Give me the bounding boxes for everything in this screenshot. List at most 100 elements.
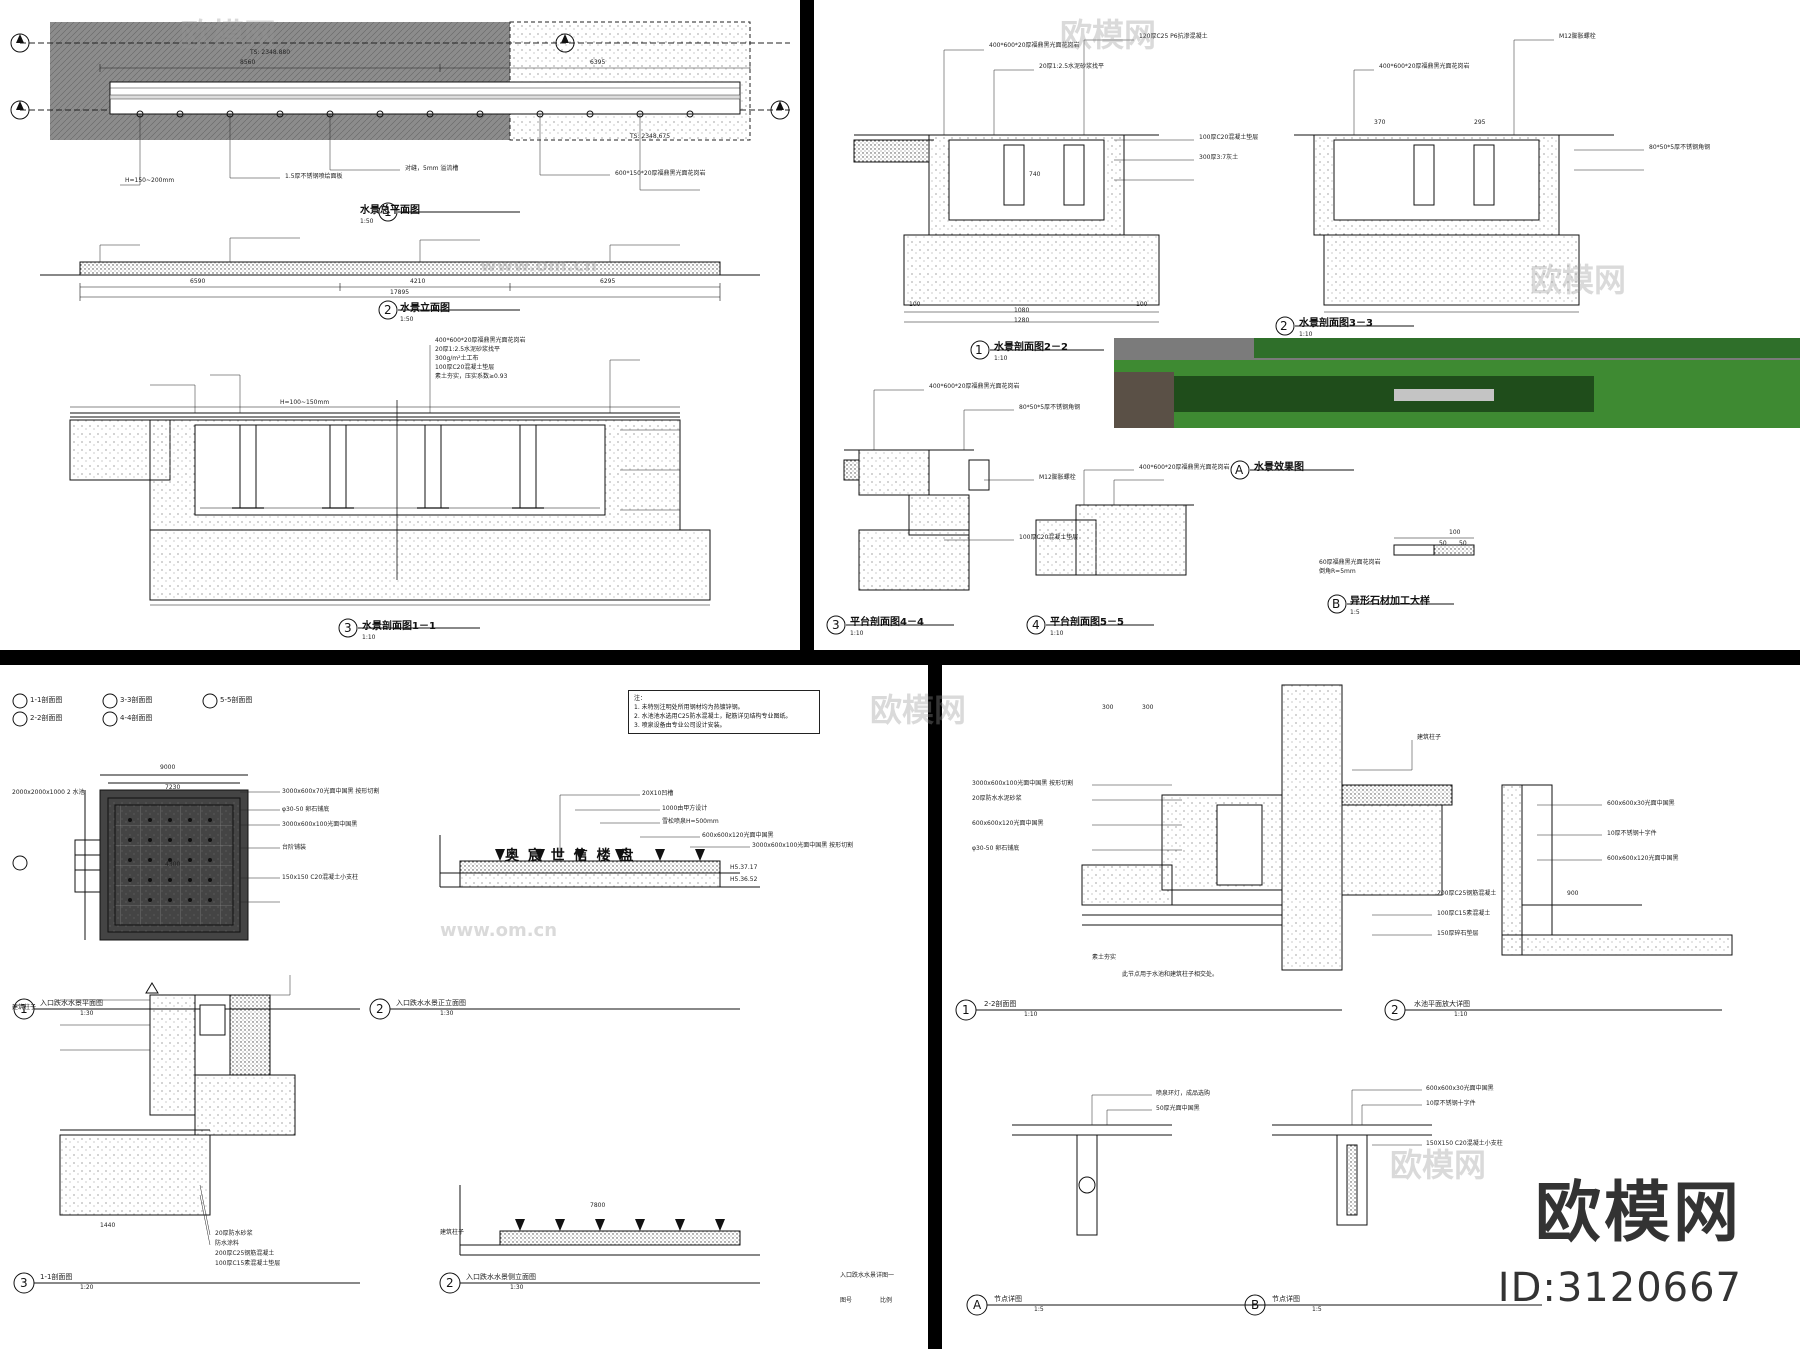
plan-note-1: 2000x2000x1000 2 水池: [12, 789, 85, 796]
sec33-label-2: M12膨胀螺栓: [1559, 33, 1596, 40]
detail22-label-3: 600x600x120光面中国黑: [972, 820, 1044, 827]
plan-note-4: 3000x600x100光面中国黑: [282, 821, 358, 828]
front-note-3: 雪松喷泉H=500mm: [662, 818, 719, 825]
sec22-label-1: 400*600*20厚福鼎黑光面花岗岩: [989, 42, 1080, 49]
details-drawing: [955, 684, 1733, 1316]
sec33-label-3: 80*50*5厚不锈钢角钢: [1649, 144, 1711, 151]
sec22-label-2: 20厚1:2.5水泥砂浆找平: [1039, 63, 1105, 70]
plan-drawing: [10, 21, 790, 638]
legend-5: 5-5剖面图: [220, 696, 253, 704]
sec22-scale: 1:10: [994, 355, 1008, 362]
nodeB-index: B: [1251, 1298, 1260, 1312]
sec55-title: 平台剖面图5－5: [1050, 617, 1124, 628]
sec33-label-1: 400*600*20厚福鼎黑光面花岗岩: [1379, 63, 1470, 70]
level-2: H5.36.52: [730, 876, 758, 883]
sec22-label-3: 120厚C25 P6抗渗混凝土: [1139, 33, 1208, 40]
sec22-label-4: 100厚C20混凝土垫层: [1199, 134, 1259, 141]
detail22-title: 2-2剖面图: [984, 1000, 1017, 1008]
nodeA-label-2: 50厚光面中国黑: [1156, 1105, 1200, 1112]
note-2: 2. 水池池水选用C25防水混凝土，配筋详见结构专业图纸。: [634, 713, 792, 720]
footer-scale: 比例: [880, 1297, 893, 1304]
sheet-entrance-cascade: 1-1剖面图 2-2剖面图 3-3剖面图 4-4剖面图 5-5剖面图 注： 1.…: [0, 665, 928, 1349]
sec55-scale: 1:10: [1050, 630, 1064, 637]
plan-title: 水景总平面图: [360, 205, 420, 216]
legend-3: 3-3剖面图: [120, 696, 153, 704]
sec33-dim-2: 295: [1474, 119, 1486, 126]
cascade-plan-title: 入口跌水水景平面图: [40, 999, 103, 1007]
legend-1: 1-1剖面图: [30, 696, 63, 704]
plan-note-6: 150x150 C20混凝土小支柱: [282, 874, 359, 881]
sec22-label-5: 300厚3:7灰土: [1199, 154, 1239, 161]
sec44-label-1: 400*600*20厚福鼎黑光面花岗岩: [929, 383, 1020, 390]
plan-label-4: 600*150*20厚福鼎黑光面花岗岩: [615, 170, 706, 177]
detail22-label-2: 20厚防水水泥砂浆: [972, 795, 1022, 802]
cascade-plan-scale: 1:30: [80, 1010, 94, 1017]
detail22-dim-1: 300: [1102, 704, 1114, 711]
sec-label-6: H=100~150mm: [280, 399, 330, 406]
sec22-dim-1: 1080: [1014, 307, 1030, 314]
cascade-side-index: 2: [446, 1276, 454, 1290]
detailB-dim-1: 100: [1449, 529, 1461, 536]
front-note-2: 1000由甲方设计: [662, 805, 708, 812]
sheet-water-feature-sections: 1 水景剖面图2－2 1:10 1080 1280 100 100 740 40…: [814, 0, 1800, 650]
watermark-logo: 欧模网: [1535, 1174, 1742, 1251]
sec-label-2: 20厚1:2.5水泥砂浆找平: [435, 346, 501, 353]
sec44-index: 3: [832, 618, 840, 632]
cascade-dim-2: 7230: [165, 784, 181, 791]
sec55-index: 4: [1032, 618, 1040, 632]
poolplan-label-3: 600x600x120光面中国黑: [1607, 855, 1679, 862]
divider-horizontal: [0, 650, 1800, 665]
sec-label-1: 400*600*20厚福鼎黑光面花岗岩: [435, 337, 526, 344]
nodeB-label-3: 150X150 C20混凝土小支柱: [1426, 1140, 1503, 1147]
divider-vertical-top: [800, 0, 814, 650]
note-heading: 注：: [634, 695, 647, 702]
detail22-index: 1: [962, 1003, 970, 1017]
section-index: 3: [344, 621, 352, 635]
nodeA-scale: 1:5: [1034, 1306, 1044, 1313]
sec-note-1: 20厚防水砂浆: [215, 1230, 253, 1237]
front-note-1: 20X10凹槽: [642, 790, 674, 797]
detail22-label-9: 建筑柱子: [1417, 734, 1442, 741]
cascade-side-title: 入口跌水水景侧立面图: [466, 1273, 536, 1281]
poolplan-scale: 1:10: [1454, 1011, 1468, 1018]
sec33-scale: 1:10: [1299, 331, 1313, 338]
cascade-front-index: 2: [376, 1002, 384, 1016]
project-sign: 奥 宸 世 信 楼 盘: [505, 848, 636, 864]
sec44-label-4: 100厚C20混凝土垫层: [1019, 534, 1079, 541]
render-index: A: [1235, 463, 1244, 477]
sec22-dim-4: 100: [1136, 301, 1148, 308]
plan-note-2: 3000x600x70光面中国黑 按形切割: [282, 788, 380, 795]
plan-label-1: H=150~200mm: [125, 177, 175, 184]
front-note-4: 600x600x120光面中国黑: [702, 832, 774, 839]
plan-dim-b: 6395: [590, 59, 606, 66]
detailB-label-2: 倒角R=5mm: [1319, 568, 1356, 575]
render-title: 水景效果图: [1254, 462, 1304, 473]
nodeB-title: 节点详图: [1272, 1295, 1300, 1303]
sec22-dim-2: 1280: [1014, 317, 1030, 324]
elevation-scale: 1:50: [400, 316, 414, 323]
detailB-dim-3: 50: [1459, 540, 1467, 547]
sec44-title: 平台剖面图4－4: [850, 617, 924, 628]
sec-label-4: 100厚C20混凝土垫层: [435, 364, 495, 371]
detail22-dim-2: 300: [1142, 704, 1154, 711]
sec22-title: 水景剖面图2－2: [994, 342, 1068, 353]
sec33-title: 水景剖面图3－3: [1299, 318, 1373, 329]
sec22-index: 1: [975, 343, 983, 357]
sec-note-3: 200厚C25钢筋混凝土: [215, 1250, 275, 1257]
plan-dim-a: 8560: [240, 59, 256, 66]
note-3: 3. 喷泉设备由专业公司设计安装。: [634, 722, 726, 729]
plan-scale: 1:50: [360, 218, 374, 225]
sheet-water-feature-plan: 水景总平面图 1:50 1 8560 6395 TS: 2348.880 TS:…: [0, 0, 800, 650]
nodeA-title: 节点详图: [994, 1295, 1022, 1303]
poolplan-index: 2: [1391, 1003, 1399, 1017]
plan-index: 1: [384, 205, 392, 219]
plan-label-3: 对缝，5mm 溢流槽: [405, 165, 459, 172]
legend-2: 2-2剖面图: [30, 714, 63, 722]
cascade-section-title: 1-1剖面图: [40, 1273, 73, 1281]
cascade-drawing: [12, 693, 760, 1294]
legend-4: 4-4剖面图: [120, 714, 153, 722]
cascade-dim-4: 1440: [100, 1222, 116, 1229]
sheet-node-details: 1 2-2剖面图 1:10 此节点用于水池和建筑柱子相交处。 300 300 3…: [942, 665, 1800, 1349]
poolplan-label-2: 10厚不锈钢十字件: [1607, 830, 1657, 837]
detail22-label-4: φ30-50 卵石铺底: [972, 845, 1020, 852]
